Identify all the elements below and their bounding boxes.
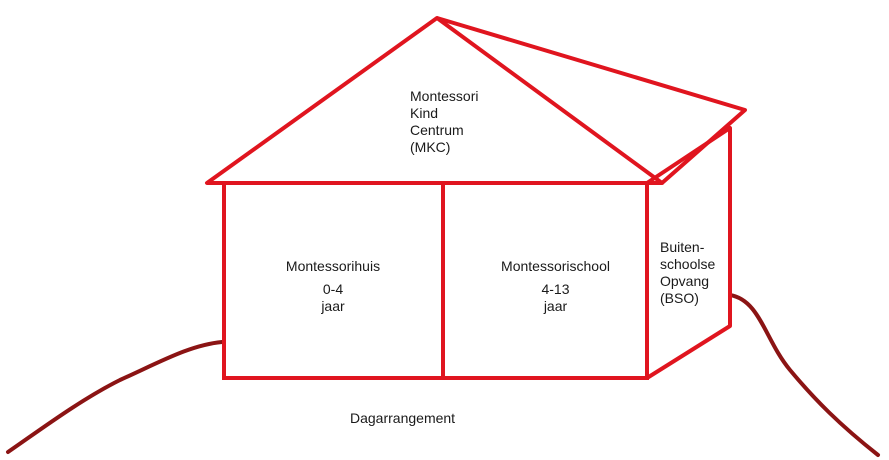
middle-room-title: Montessorischool bbox=[501, 258, 610, 274]
roof-label-line: Centrum bbox=[410, 122, 464, 138]
left-room-unit: jaar bbox=[321, 298, 345, 314]
side-room-line: schoolse bbox=[660, 256, 716, 272]
roof-label-line: Kind bbox=[410, 105, 439, 121]
right-hill-line bbox=[728, 293, 880, 457]
side-room-label: Buiten- schoolse Opvang (BSO) bbox=[660, 239, 715, 307]
side-room-line: (BSO) bbox=[660, 290, 699, 306]
front-wall bbox=[222, 181, 649, 380]
left-hill-line bbox=[6, 340, 224, 454]
roof-label-line: Montessori bbox=[410, 88, 479, 104]
left-room-label: Montessorihuis 0-4 jaar bbox=[263, 258, 403, 315]
ground-label: Dagarrangement bbox=[350, 410, 456, 426]
side-room-line: Opvang bbox=[660, 273, 710, 289]
middle-room-age: 4-13 bbox=[541, 281, 570, 297]
side-room-line: Buiten- bbox=[660, 239, 705, 255]
roof-label: Montessori Kind Centrum (MKC) bbox=[410, 88, 478, 156]
left-room-title: Montessorihuis bbox=[285, 258, 381, 274]
roof-label-line: (MKC) bbox=[410, 139, 451, 155]
roof-side bbox=[436, 16, 747, 185]
middle-room-unit: jaar bbox=[543, 298, 568, 314]
middle-room-label: Montessorischool 4-13 jaar bbox=[473, 258, 638, 315]
left-room-age: 0-4 bbox=[322, 281, 344, 297]
side-wall bbox=[645, 126, 732, 380]
